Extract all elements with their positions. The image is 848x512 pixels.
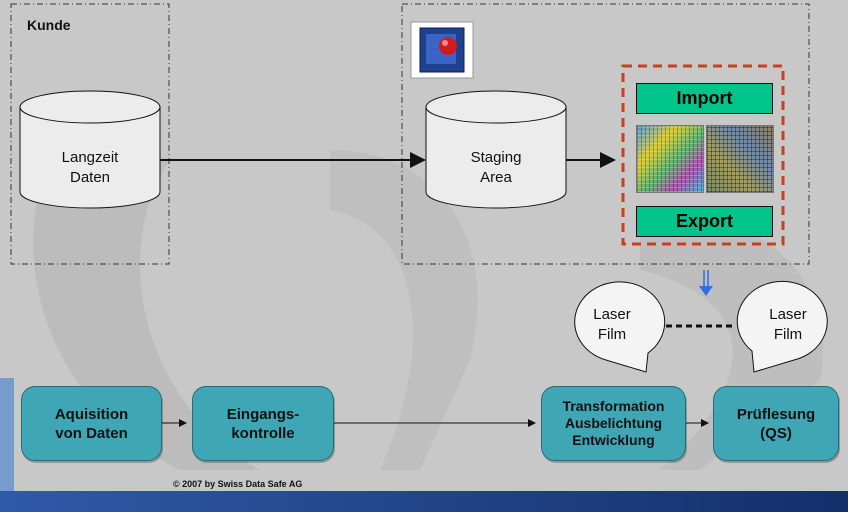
laser-film-left xyxy=(574,281,666,373)
db-staging-line1: Staging xyxy=(470,149,522,166)
database-staging-label: Staging Area xyxy=(426,148,566,188)
customer-label: Kunde xyxy=(27,17,71,33)
process-transformation-label: Transformation Ausbelichtung Entwicklung xyxy=(562,398,665,448)
customer-frame xyxy=(10,3,170,265)
db-staging-line2: Area xyxy=(480,169,512,186)
export-box: Export xyxy=(636,206,773,237)
staging-frame xyxy=(401,3,810,265)
database-left xyxy=(19,90,161,209)
film-right-line1: Laser xyxy=(769,306,807,323)
database-left-label: Langzeit Daten xyxy=(20,148,160,188)
film-left-line2: Film xyxy=(597,326,627,343)
mosaic-image-right xyxy=(706,125,774,193)
laser-film-left-label: Laser Film xyxy=(572,305,652,345)
laser-film-right-label: Laser Film xyxy=(748,305,828,345)
film-left-line1: Laser xyxy=(593,306,631,323)
laser-film-right xyxy=(736,280,828,373)
process-acquisition-label: Aquisition von Daten xyxy=(54,405,129,442)
process-proofreading: Prüflesung (QS) xyxy=(713,386,839,461)
import-box: Import xyxy=(636,83,773,114)
film-right-line2: Film xyxy=(773,326,803,343)
process-input-control: Eingangs- kontrolle xyxy=(192,386,334,461)
process-proofreading-label: Prüflesung (QS) xyxy=(736,405,816,442)
app-cube-icon xyxy=(410,21,474,79)
mosaic-image-left xyxy=(636,125,704,193)
db-left-line2: Daten xyxy=(69,169,111,186)
process-acquisition: Aquisition von Daten xyxy=(21,386,162,461)
process-transformation: Transformation Ausbelichtung Entwicklung xyxy=(541,386,686,461)
db-left-line1: Langzeit xyxy=(61,149,119,166)
database-staging xyxy=(425,90,567,209)
import-export-frame xyxy=(621,64,785,246)
copyright-text: © 2007 by Swiss Data Safe AG xyxy=(173,479,303,489)
blue-down-arrow xyxy=(699,270,713,296)
process-input-control-label: Eingangs- kontrolle xyxy=(226,405,300,442)
